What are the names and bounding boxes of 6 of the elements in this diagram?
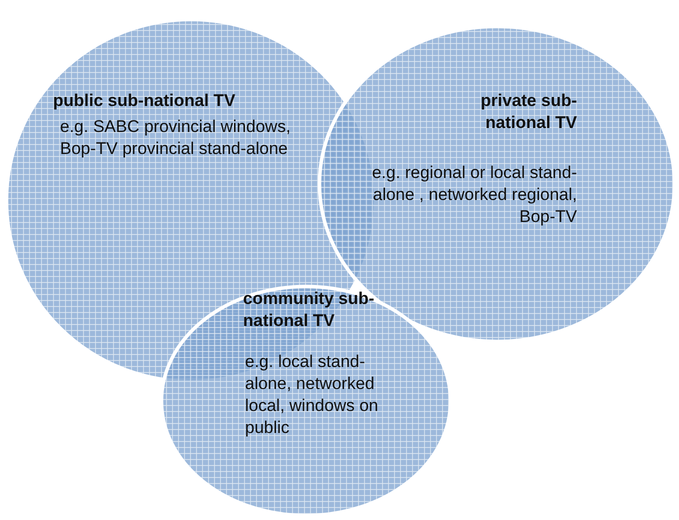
circle-heading: private sub-national TV <box>480 90 577 134</box>
circle-description: e.g. SABC provincial windows, Bop-TV provincial stand-alone <box>60 116 292 160</box>
circle-heading: community sub-national TV <box>243 288 376 332</box>
circle-heading: public sub-national TV <box>53 90 236 112</box>
circle-description: e.g. local stand-alone, networked local, windows on public <box>245 351 380 439</box>
circle-description: e.g. regional or local stand-alone , networked regional, Bop-TV <box>370 162 577 228</box>
